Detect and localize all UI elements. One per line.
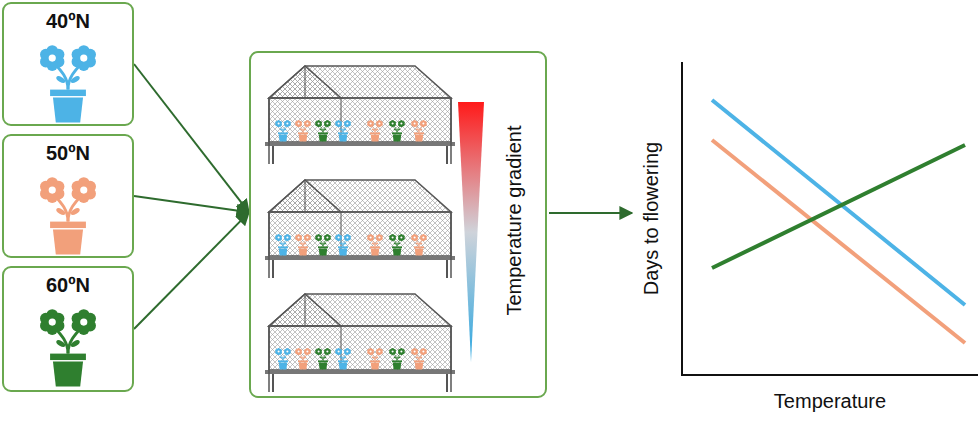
origin-box: 50ºN	[2, 134, 134, 258]
origin-box: 40ºN	[2, 2, 134, 126]
greenhouse-panel: Temperature gradient	[249, 51, 547, 398]
latitude-label: 50ºN	[4, 136, 132, 165]
y-axis-label: Days to flowering	[641, 141, 664, 294]
flow-arrow	[134, 64, 249, 212]
flow-arrow	[134, 196, 249, 212]
origin-box: 60ºN	[2, 266, 134, 392]
flow-arrow	[134, 212, 249, 329]
latitude-label: 40ºN	[4, 4, 132, 33]
latitude-label: 60ºN	[4, 268, 132, 297]
x-axis-label: Temperature	[774, 390, 886, 413]
gradient-label: Temperature gradient	[502, 125, 525, 315]
